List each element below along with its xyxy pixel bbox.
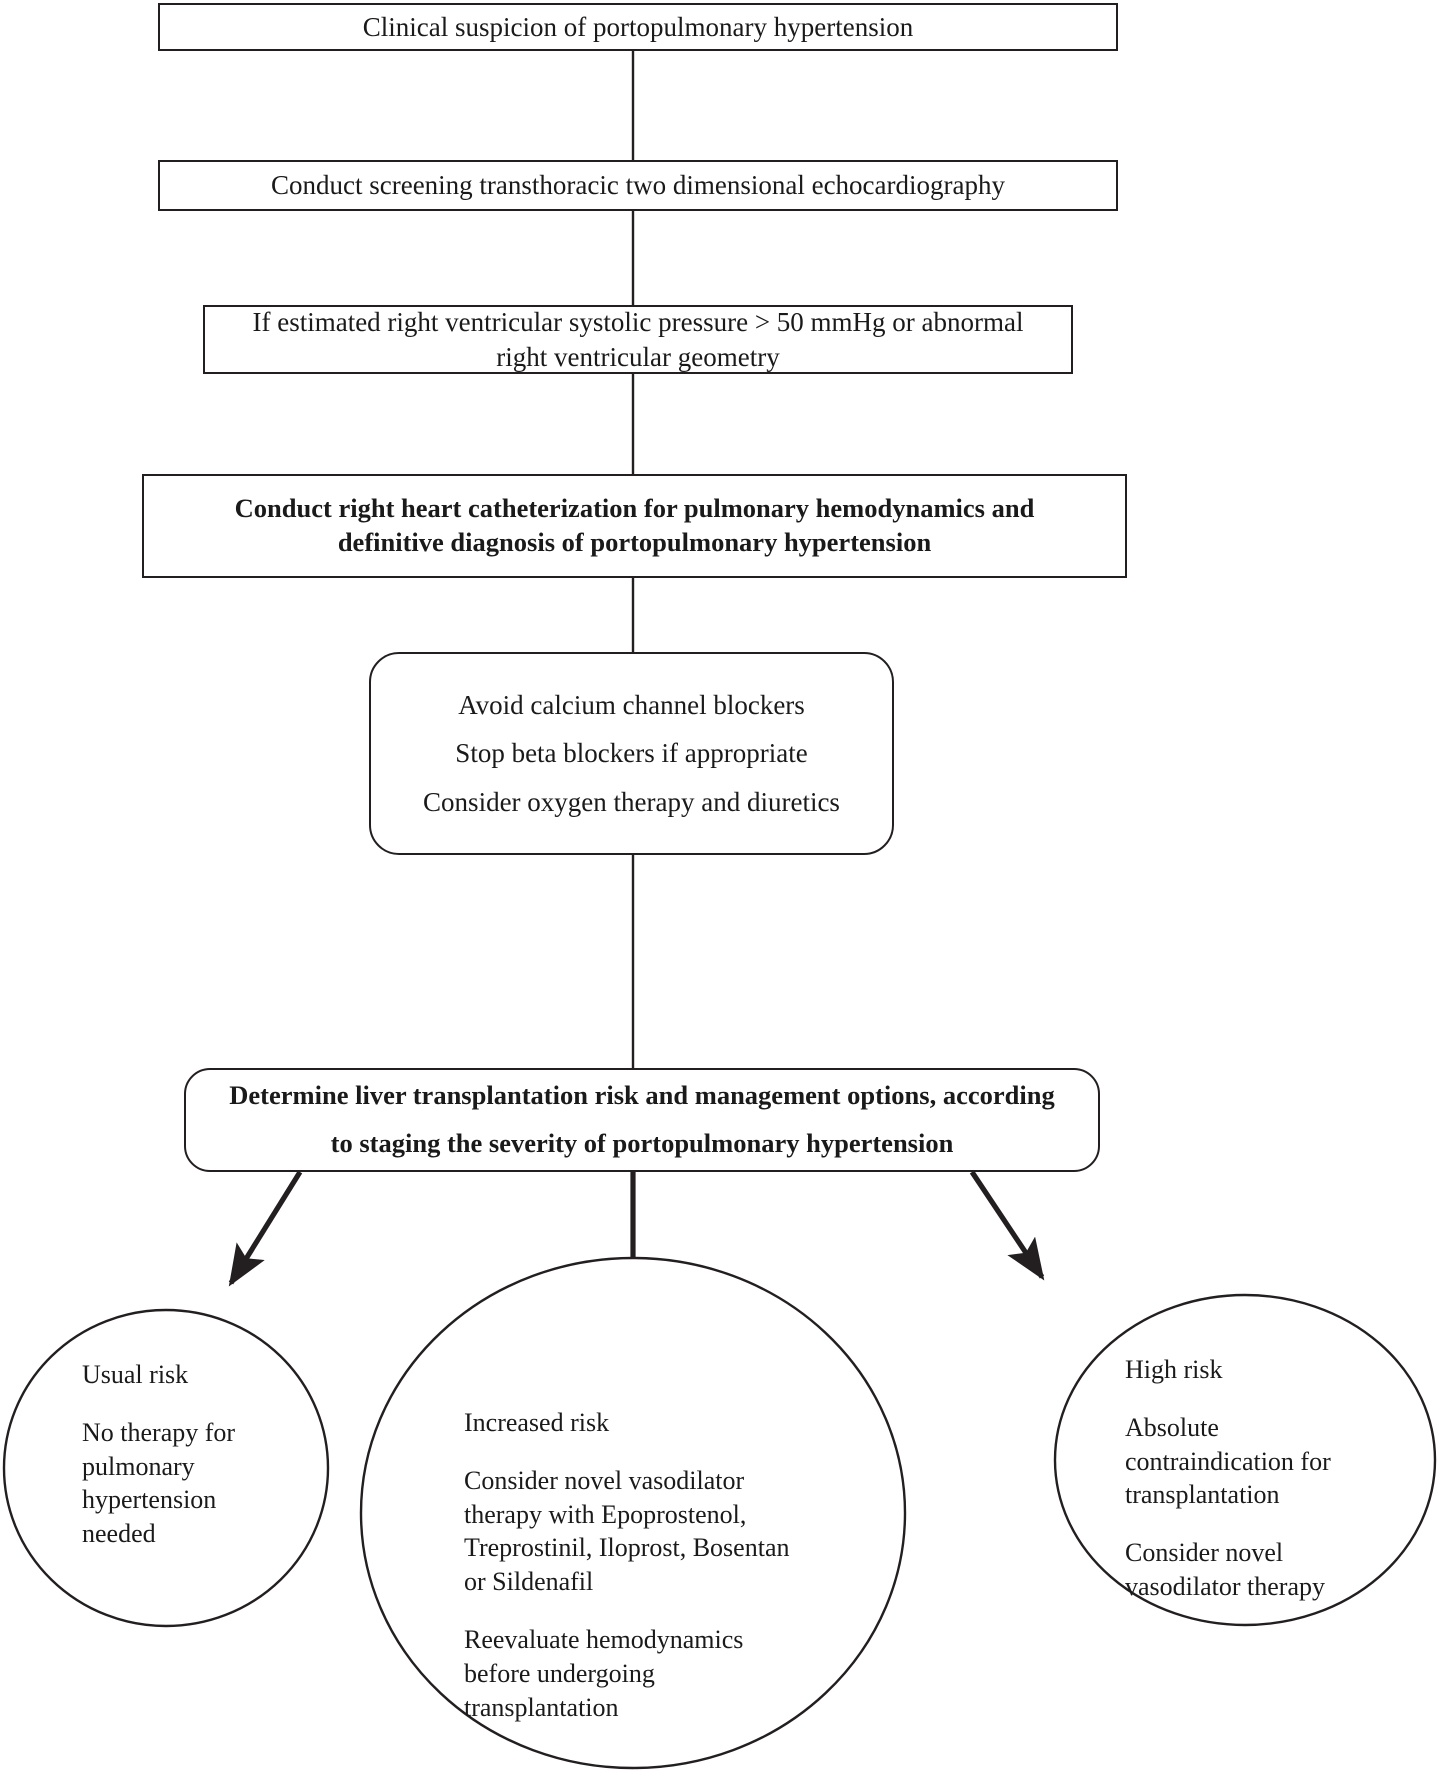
usual-risk-body-line-1: No therapy for bbox=[82, 1417, 236, 1447]
node-medication-guidance-line-1: Avoid calcium channel blockers bbox=[458, 689, 805, 720]
node-transplant-risk-staging-line-2: to staging the severity of portopulmonar… bbox=[330, 1128, 954, 1158]
usual-risk-body-line-3: hypertension bbox=[82, 1485, 217, 1515]
arrow-staging-to-usual-risk bbox=[228, 1170, 303, 1287]
node-right-heart-catheterization-line-1: Conduct right heart catheterization for … bbox=[234, 493, 1035, 524]
node-clinical-suspicion: Clinical suspicion of portopulmonary hyp… bbox=[158, 3, 1118, 51]
node-right-heart-catheterization-line-2: definitive diagnosis of portopulmonary h… bbox=[337, 527, 932, 557]
usual-risk-body-line-4: needed bbox=[82, 1519, 156, 1549]
high-risk-body-line-2: contraindication for bbox=[1125, 1446, 1331, 1476]
spacer bbox=[1125, 1512, 1443, 1536]
spacer bbox=[464, 1599, 844, 1623]
node-medication-guidance-line-3: Consider oxygen therapy and diuretics bbox=[423, 786, 840, 817]
usual-risk-heading: Usual risk bbox=[82, 1360, 189, 1389]
node-transplant-risk-staging: Determine liver transplantation risk and… bbox=[184, 1068, 1100, 1172]
high-risk-heading: High risk bbox=[1125, 1355, 1223, 1384]
high-risk-body-line-4: Consider novel bbox=[1125, 1538, 1284, 1568]
high-risk-text-block: High risk Absolute contraindication for … bbox=[1125, 1353, 1443, 1604]
usual-risk-body-line-2: pulmonary bbox=[82, 1451, 195, 1481]
node-right-heart-catheterization: Conduct right heart catheterization for … bbox=[142, 474, 1127, 578]
spacer bbox=[82, 1392, 332, 1416]
node-rvsp-criteria: If estimated right ventricular systolic … bbox=[203, 305, 1073, 374]
node-transplant-risk-staging-line-1: Determine liver transplantation risk and… bbox=[229, 1080, 1055, 1111]
increased-risk-body-line-5: Reevaluate hemodynamics bbox=[464, 1624, 744, 1654]
node-medication-guidance-line-2: Stop beta blockers if appropriate bbox=[455, 738, 808, 769]
spacer bbox=[1125, 1387, 1443, 1411]
increased-risk-body-line-2: therapy with Epoprostenol, bbox=[464, 1499, 747, 1529]
increased-risk-body-line-4: or Sildenafil bbox=[464, 1567, 594, 1597]
spacer bbox=[464, 1440, 844, 1464]
high-risk-body-line-5: vasodilator therapy bbox=[1125, 1571, 1325, 1601]
increased-risk-body-line-3: Treprostinil, Iloprost, Bosentan bbox=[464, 1533, 790, 1563]
arrow-staging-to-high-risk bbox=[969, 1170, 1045, 1281]
node-rvsp-criteria-line-1: If estimated right ventricular systolic … bbox=[252, 306, 1024, 337]
high-risk-body-line-1: Absolute bbox=[1125, 1412, 1219, 1442]
usual-risk-heading-wrap: Usual risk No therapy for pulmonary hype… bbox=[82, 1358, 332, 1551]
increased-risk-body-line-6: before undergoing bbox=[464, 1658, 655, 1688]
increased-risk-heading: Increased risk bbox=[464, 1408, 610, 1437]
node-rvsp-criteria-line-2: right ventricular geometry bbox=[496, 341, 780, 372]
increased-risk-body-line-7: transplantation bbox=[464, 1692, 619, 1722]
node-medication-guidance: Avoid calcium channel blockers Stop beta… bbox=[369, 652, 894, 855]
increased-risk-text-block: Increased risk Consider novel vasodilato… bbox=[464, 1406, 844, 1724]
increased-risk-body-line-1: Consider novel vasodilator bbox=[464, 1465, 745, 1495]
node-screening-echocardiography-line-1: Conduct screening transthoracic two dime… bbox=[270, 170, 1005, 201]
node-clinical-suspicion-line-1: Clinical suspicion of portopulmonary hyp… bbox=[362, 11, 914, 42]
high-risk-body-line-3: transplantation bbox=[1125, 1480, 1280, 1510]
node-screening-echocardiography: Conduct screening transthoracic two dime… bbox=[158, 160, 1118, 211]
